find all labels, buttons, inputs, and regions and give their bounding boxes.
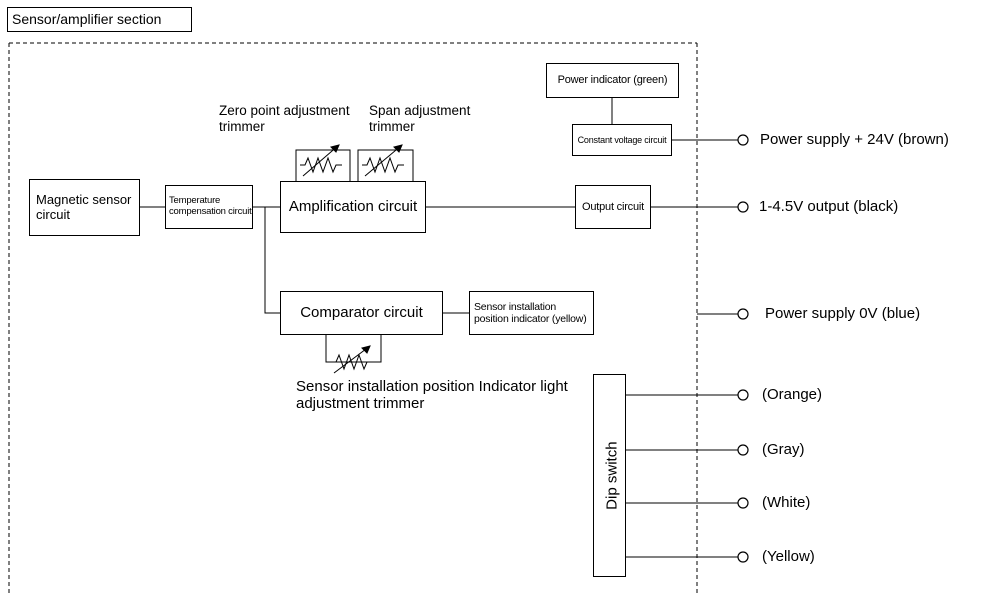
terminal-yellow-label: (Yellow) — [762, 548, 815, 565]
comparator-block: Comparator circuit — [280, 291, 443, 335]
output-circuit-block: Output circuit — [575, 185, 651, 229]
span-trimmer-label: Span adjustment trimmer — [369, 103, 471, 134]
terminal-orange-icon — [737, 389, 749, 401]
section-boundary — [8, 42, 698, 594]
magnetic-sensor-block: Magnetic sensor circuit — [29, 179, 140, 236]
wire-branch-comparator — [264, 207, 280, 314]
install-position-trimmer-label: Sensor installation position Indicator l… — [296, 378, 568, 413]
terminal-output-icon — [737, 201, 749, 213]
terminal-orange-label: (Orange) — [762, 386, 823, 403]
constant-voltage-label: Constant voltage circuit — [577, 134, 667, 145]
terminal-white-icon — [737, 497, 749, 509]
install-indicator-block: Sensor installation position indicator (… — [469, 291, 594, 335]
amplification-block: Amplification circuit — [280, 181, 426, 233]
constant-voltage-block: Constant voltage circuit — [572, 124, 672, 156]
comparator-label: Comparator circuit — [300, 304, 423, 322]
dip-switch-block: Dip switch — [593, 374, 626, 577]
terminal-24v-icon — [737, 134, 749, 146]
section-title-text: Sensor/amplifier section — [12, 11, 162, 28]
terminal-yellow-icon — [737, 551, 749, 563]
terminal-gray-icon — [737, 444, 749, 456]
amplification-label: Amplification circuit — [288, 198, 418, 216]
zero-point-trimmer-icon — [295, 144, 351, 181]
magnetic-sensor-label: Magnetic sensor circuit — [36, 191, 132, 222]
install-position-trimmer-icon — [325, 332, 382, 374]
section-title: Sensor/amplifier section — [7, 7, 192, 32]
output-circuit-label: Output circuit — [581, 200, 644, 213]
span-trimmer-icon — [357, 144, 414, 181]
dip-switch-label: Dip switch — [603, 441, 621, 510]
terminal-white-label: (White) — [762, 494, 811, 511]
terminal-0v-icon — [737, 308, 749, 320]
temperature-compensation-label: Temperature compensation circuit — [169, 195, 252, 217]
power-indicator-label: Power indicator (green) — [557, 74, 668, 87]
terminal-gray-label: (Gray) — [762, 441, 805, 458]
terminal-0v-label: Power supply 0V (blue) — [765, 305, 921, 322]
terminal-24v-label: Power supply + 24V (brown) — [760, 131, 949, 148]
terminal-output-label: 1-4.5V output (black) — [759, 198, 899, 215]
temperature-compensation-block: Temperature compensation circuit — [165, 185, 253, 229]
power-indicator-block: Power indicator (green) — [546, 63, 679, 98]
install-indicator-label: Sensor installation position indicator (… — [474, 300, 587, 325]
zero-point-trimmer-label: Zero point adjustment trimmer — [219, 103, 350, 134]
